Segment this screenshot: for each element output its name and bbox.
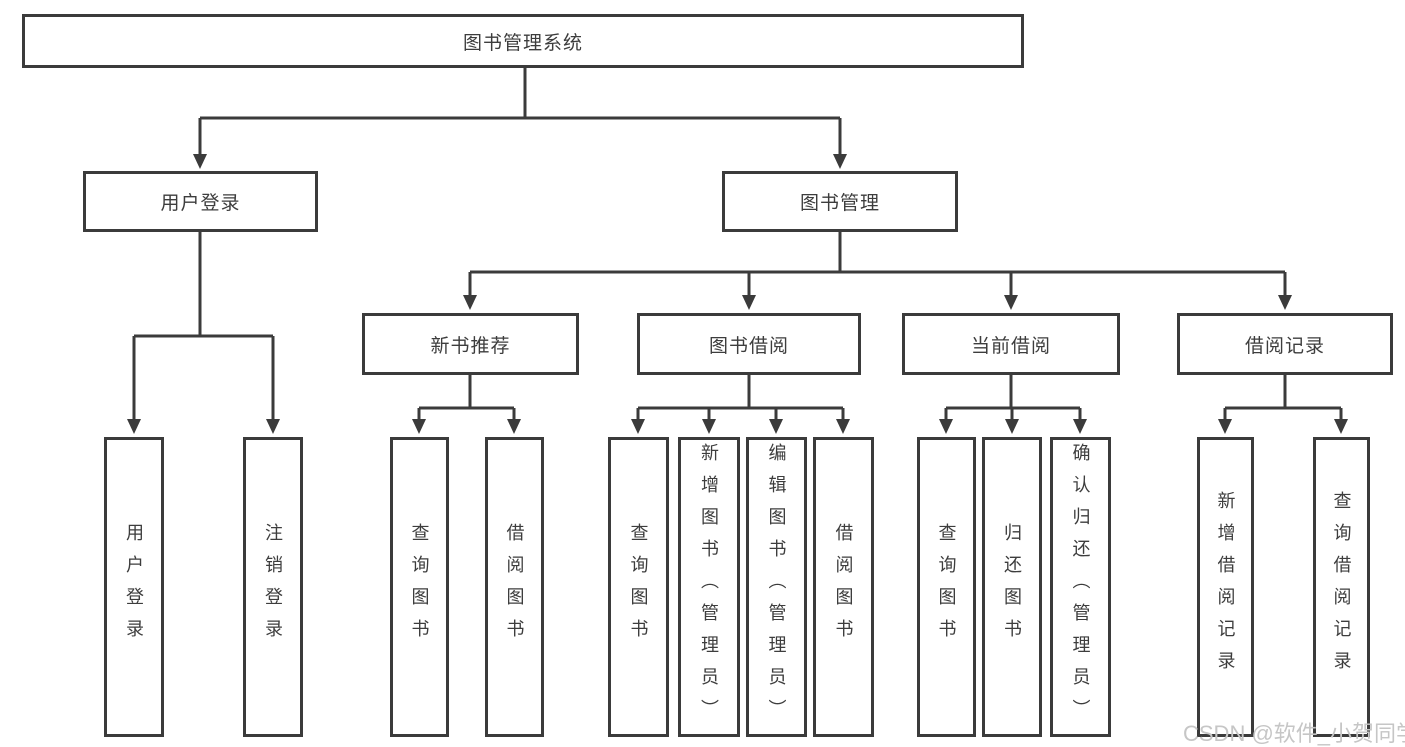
leaf-logout-login: 注销登录: [243, 437, 303, 737]
node-book-management: 图书管理: [722, 171, 958, 232]
leaf-return-books: 归还图书: [982, 437, 1042, 737]
node-book-borrowing: 图书借阅: [637, 313, 861, 375]
node-borrowing-records: 借阅记录: [1177, 313, 1393, 375]
leaf-borrow-books-borrowing: 借阅图书: [813, 437, 874, 737]
leaf-borrow-books-recommend: 借阅图书: [485, 437, 544, 737]
leaf-edit-books-admin: 编辑图书（管理员）: [746, 437, 807, 737]
leaf-query-books-recommend: 查询图书: [390, 437, 449, 737]
node-root: 图书管理系统: [22, 14, 1024, 68]
node-current-borrowing: 当前借阅: [902, 313, 1120, 375]
leaf-query-borrow-record: 查询借阅记录: [1313, 437, 1370, 737]
watermark: CSDN @软件_小贺同学: [1183, 721, 1405, 746]
leaf-query-books-current: 查询图书: [917, 437, 976, 737]
leaf-confirm-return-admin: 确认归还（管理员）: [1050, 437, 1111, 737]
node-new-book-recommend: 新书推荐: [362, 313, 579, 375]
leaf-add-books-admin: 新增图书（管理员）: [678, 437, 740, 737]
node-user-login: 用户登录: [83, 171, 318, 232]
leaf-user-login: 用户登录: [104, 437, 164, 737]
leaf-add-borrow-record: 新增借阅记录: [1197, 437, 1254, 737]
leaf-query-books-borrowing: 查询图书: [608, 437, 669, 737]
